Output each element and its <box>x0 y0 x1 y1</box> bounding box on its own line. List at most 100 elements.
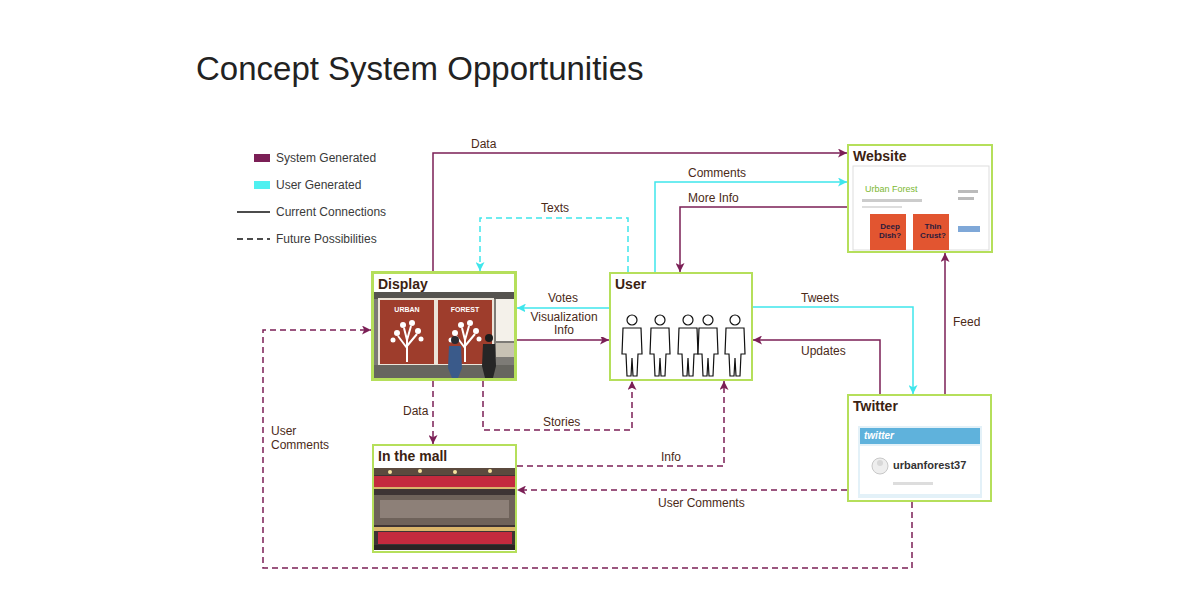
legend-row: Future Possibilities <box>254 231 454 247</box>
website-screenshot <box>958 226 980 232</box>
edge-label: Feed <box>952 315 981 329</box>
node-title: User <box>615 276 646 293</box>
node-title: Display <box>378 276 428 293</box>
mall-photo <box>374 476 515 487</box>
mall-photo <box>374 468 515 475</box>
diagram-title: Concept System Opportunities <box>196 50 644 88</box>
connector-arrow <box>517 339 609 341</box>
website-screenshot <box>862 199 922 202</box>
mall-photo <box>453 470 457 474</box>
edge-label: More Info <box>687 191 740 205</box>
legend-label: Future Possibilities <box>276 231 377 247</box>
mall-photo <box>374 468 515 550</box>
connector-arrow <box>517 307 609 309</box>
legend-line-sample <box>237 208 270 216</box>
people-silhouettes <box>650 315 670 376</box>
twitter-screenshot <box>858 426 982 498</box>
edge-label: User Comments <box>270 424 332 452</box>
connector-arrow <box>480 218 628 272</box>
edge-label: Updates <box>800 344 847 358</box>
twitter-screenshot <box>858 426 982 498</box>
connector-arrow <box>655 182 847 272</box>
people-silhouettes <box>622 315 642 376</box>
display-photo <box>391 338 396 343</box>
mall-photo <box>374 495 515 525</box>
mall-photo <box>418 469 422 473</box>
website-screenshot <box>862 206 902 208</box>
mall-photo <box>374 527 515 531</box>
edge-label: Visualization Info <box>525 311 603 337</box>
display-photo <box>458 322 464 328</box>
system-box: WebsiteUrban ForestDeep Dish?Thin Crust? <box>847 144 993 253</box>
screen-text: Urban Forest <box>865 184 918 195</box>
edge-label: Data <box>470 137 497 151</box>
display-photo <box>379 299 435 365</box>
display-photo <box>374 292 515 379</box>
screen-text: URBAN <box>379 305 435 314</box>
legend-row: Current Connections <box>254 204 454 220</box>
people-silhouettes <box>698 315 718 376</box>
mall-photo <box>378 532 512 544</box>
display-photo <box>394 330 400 336</box>
node-title: Twitter <box>853 398 898 415</box>
system-box: DisplayURBANFOREST <box>371 271 517 381</box>
mall-photo <box>380 500 509 518</box>
people-silhouettes <box>725 315 745 376</box>
twitter-screenshot <box>893 482 933 485</box>
legend-label: Current Connections <box>276 204 386 220</box>
connector-arrow <box>517 489 847 491</box>
legend-line-sample <box>237 235 270 243</box>
node-title: In the mall <box>378 448 447 465</box>
mall-photo <box>374 487 515 489</box>
display-photo <box>477 337 482 342</box>
legend-line-sample <box>237 211 270 213</box>
connector-arrow <box>680 207 847 272</box>
system-box: In the mall <box>372 444 517 553</box>
edge-label: Stories <box>542 415 581 429</box>
node-title: Website <box>853 148 906 165</box>
display-photo <box>409 320 415 326</box>
display-photo <box>374 292 515 299</box>
twitter-screenshot <box>860 446 980 494</box>
connector-arrow <box>483 381 632 430</box>
display-photo <box>467 320 473 326</box>
connector-arrow <box>263 330 912 568</box>
display-photo <box>496 299 514 341</box>
website-screenshot <box>958 190 978 193</box>
display-photo <box>482 344 496 378</box>
display-photo <box>400 322 406 328</box>
website-screenshot <box>853 166 989 250</box>
edge-label: Tweets <box>800 291 840 305</box>
twitter-screenshot <box>860 428 980 444</box>
display-photo <box>374 292 515 379</box>
legend-swatch <box>254 154 270 162</box>
legend-label: User Generated <box>276 177 361 193</box>
edge-label: Votes <box>547 291 579 305</box>
connector-arrow <box>944 253 946 394</box>
display-photo <box>485 334 493 342</box>
screen-text: FOREST <box>437 305 493 314</box>
people-silhouettes <box>678 315 698 376</box>
display-photo <box>496 343 514 357</box>
legend-label: System Generated <box>276 150 376 166</box>
connector-arrow <box>432 381 434 444</box>
connector-arrow <box>517 381 724 466</box>
edge-label: Texts <box>540 201 570 215</box>
website-screenshot <box>853 166 989 250</box>
legend-swatch <box>254 181 270 189</box>
display-photo <box>419 337 424 342</box>
screen-text: Thin Crust? <box>915 222 951 240</box>
website-screenshot <box>958 197 974 200</box>
legend-row: System Generated <box>254 150 454 166</box>
display-photo <box>452 330 458 336</box>
display-photo <box>451 336 459 344</box>
legend-line-sample <box>237 238 270 240</box>
mall-photo <box>388 470 392 474</box>
display-photo <box>415 328 421 334</box>
mall-photo <box>374 468 515 550</box>
edge-label: Data <box>402 404 429 418</box>
legend-row: User Generated <box>254 177 454 193</box>
display-photo <box>398 326 417 362</box>
display-photo <box>473 328 479 334</box>
edge-label: Comments <box>687 166 747 180</box>
